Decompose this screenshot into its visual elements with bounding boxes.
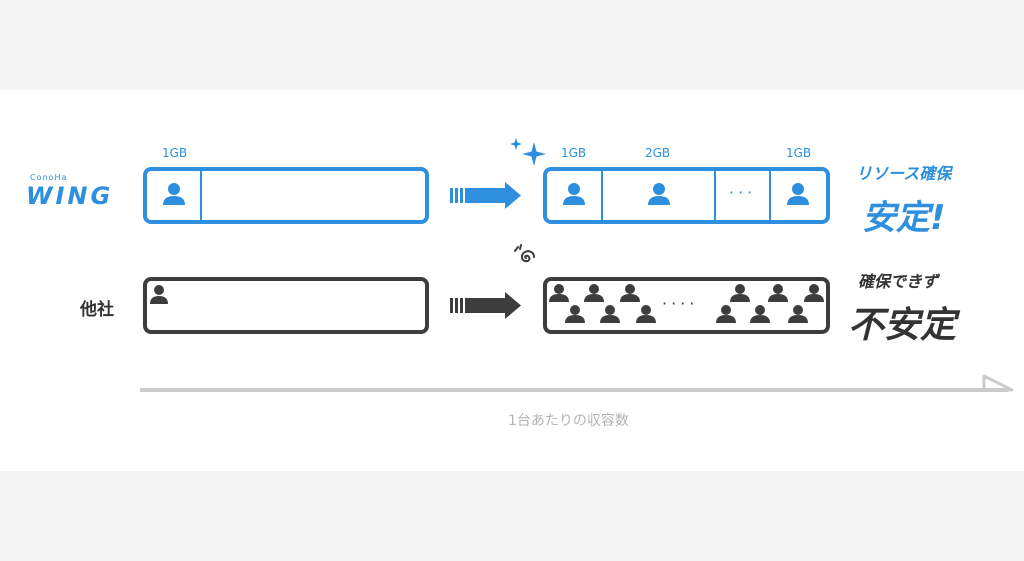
rival-label: 他社 (80, 300, 114, 320)
user-icon (163, 183, 185, 205)
crowded-users-icon (716, 284, 824, 323)
user-icon (150, 285, 168, 304)
user-icon (563, 183, 585, 205)
wing-before-capacity-label: 1GB (162, 146, 188, 160)
wing-slot-divider (769, 171, 771, 220)
rival-result-line2: 不安定 (848, 305, 957, 346)
swirl-icon (514, 244, 535, 263)
sparkle-icon (510, 138, 546, 166)
arrow-right-icon (450, 292, 521, 319)
user-icon (787, 183, 809, 205)
rival-server-after (543, 277, 830, 334)
user-icon (648, 183, 670, 205)
logo-small-text: ConoHa (30, 173, 68, 182)
wing-ellipsis: ··· (729, 183, 757, 202)
wing-slot-divider (714, 171, 716, 220)
capacity-axis-arrow (140, 374, 1014, 392)
rival-ellipsis: ···· (662, 294, 699, 313)
crowded-users-icon (549, 284, 656, 323)
rival-server-before (143, 277, 429, 334)
axis-caption: 1台あたりの収容数 (508, 413, 629, 429)
wing-after-capacity-label-2: 2GB (645, 146, 671, 160)
wing-server-before (143, 167, 429, 224)
wing-result-line1: リソース確保 (856, 164, 952, 183)
wing-after-capacity-label-3: 1GB (786, 146, 812, 160)
rival-result-line1: 確保できず (858, 272, 939, 291)
wing-slot-divider (601, 171, 603, 220)
wing-after-capacity-label-1: 1GB (561, 146, 587, 160)
wing-result-line2: 安定! (862, 198, 946, 238)
wing-slot-divider (200, 171, 202, 220)
wing-server-after (543, 167, 830, 224)
arrow-right-icon (450, 182, 521, 209)
logo-wing: WING (26, 182, 114, 210)
